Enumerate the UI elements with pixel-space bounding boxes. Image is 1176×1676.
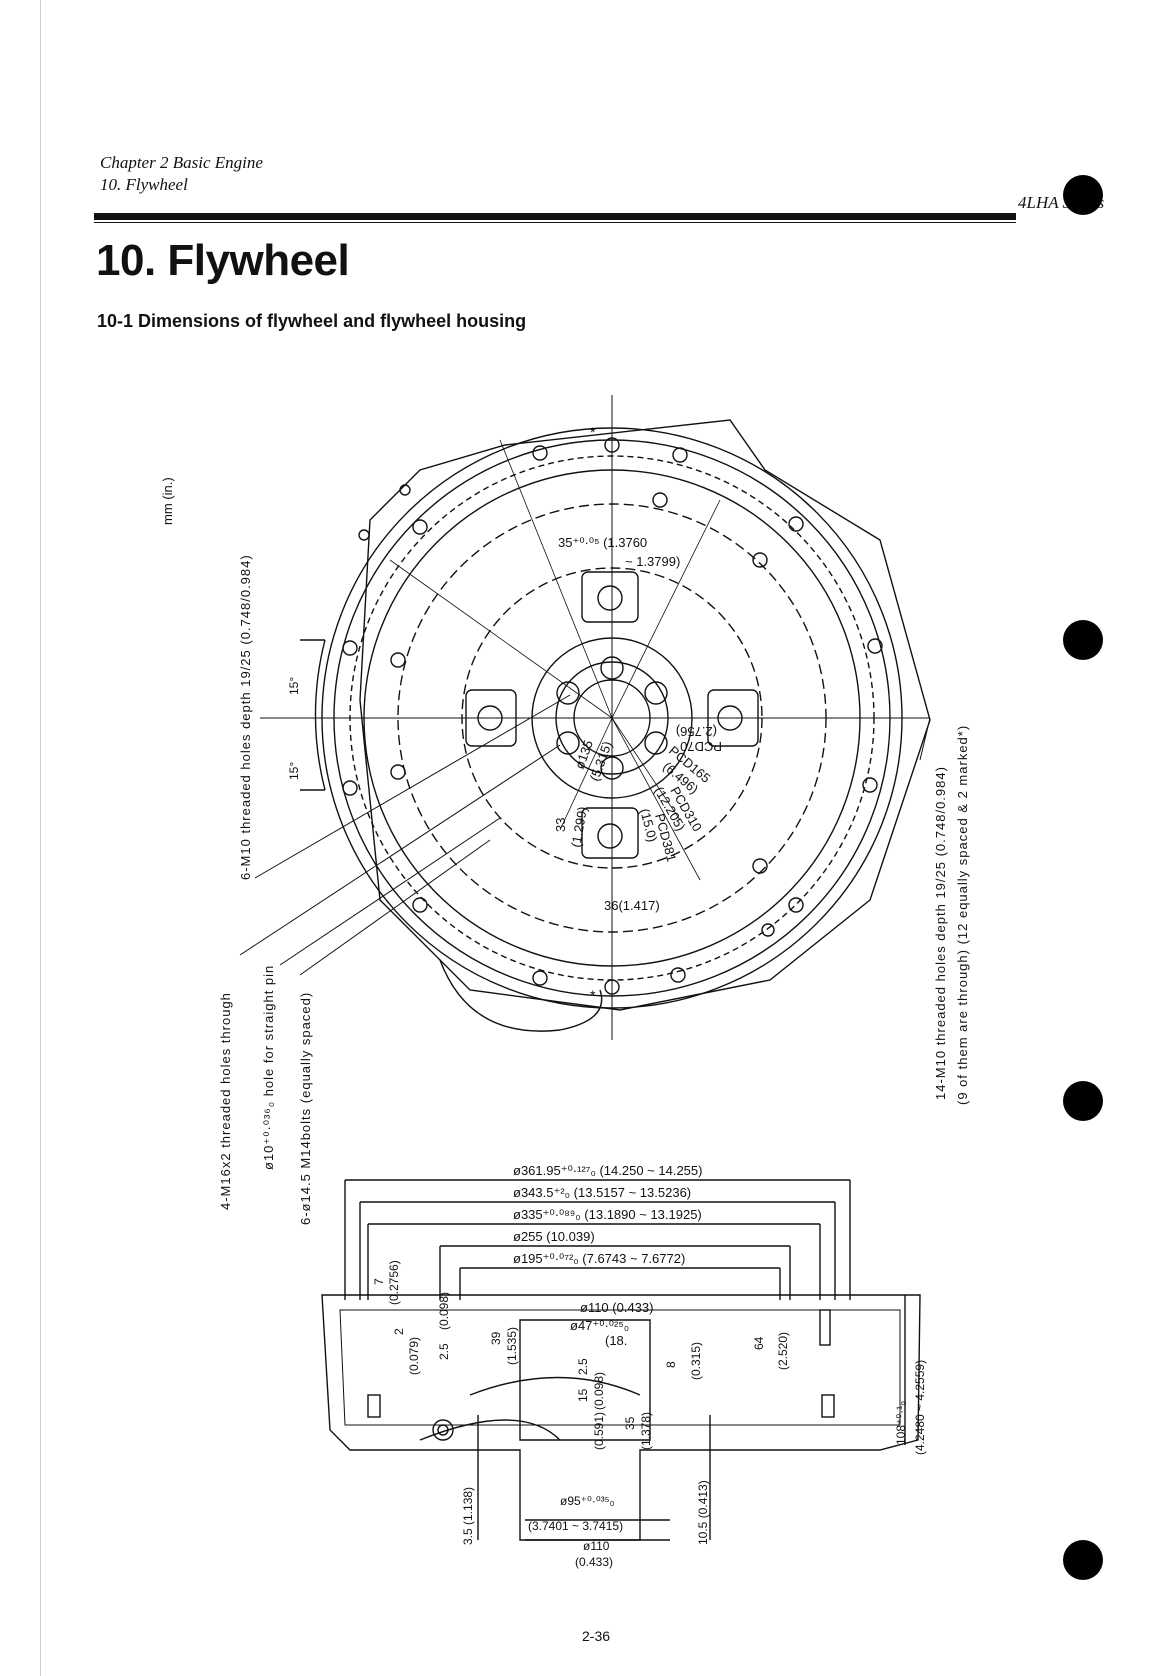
sec-v2: 2 [392,1328,406,1335]
boss-top [581,571,639,623]
sec-v7-in: (0.2756) [387,1260,401,1305]
sec-v105: 10.5 (0.413) [696,1480,710,1545]
punch-hole-3 [1063,1081,1103,1121]
page-title: 10. Flywheel [96,236,350,285]
sec-v15-in: (0.591) [592,1412,606,1450]
dim36-label: 36(1.417) [604,898,660,913]
sec-v2-in: (0.079) [407,1337,421,1375]
sec-b1: ø95⁺⁰·⁰³⁵₀ [560,1494,615,1508]
left-note-2: 4-M16x2 threaded holes through [218,992,233,1210]
sec-v25b: 2.5 [576,1358,590,1375]
sec-v39: 39 [489,1331,503,1345]
sec-v64: 64 [752,1336,766,1350]
margin-line [40,0,41,1676]
sec-v8: 8 [664,1361,678,1368]
sec-v25b-in: (0.098) [592,1372,606,1410]
dim-35-label: 35⁺⁰·⁰⁵ (1.3760 [558,535,647,550]
boss-left [465,689,517,747]
right-note-2: (9 of them are through) (12 equally spac… [955,725,970,1105]
pcd381-in: (15.0) [637,807,660,844]
sec-v25-in: (0.098) [437,1292,451,1330]
sec-b2: (3.7401 ~ 3.7415) [528,1519,623,1533]
sec-v8-in: (0.315) [689,1342,703,1380]
sec-v15: 15 [576,1388,590,1402]
header-section: 10. Flywheel [100,175,188,194]
left-note-3: ø10⁺⁰·⁰³⁶₀ hole for straight pin [261,965,276,1170]
pcd70-in: (2.756) [676,724,717,739]
sec-v35: 35 [623,1416,637,1430]
boss-right [707,689,759,747]
sec-d7b: (18. [605,1333,627,1348]
punch-hole-1 [1063,175,1103,215]
header-rule-thin [94,222,1016,223]
sec-d4: ø255 (10.039) [513,1229,595,1244]
sec-d5: ø195⁺⁰·⁰⁷²₀ (7.6743 ~ 7.6772) [513,1251,685,1266]
sec-d3: ø335⁺⁰·⁰⁸⁹₀ (13.1890 ~ 13.1925) [513,1207,702,1222]
sec-d1: ø361.95⁺⁰·¹²⁷₀ (14.250 ~ 14.255) [513,1163,702,1178]
sec-v35-in: (1.378) [639,1412,653,1450]
page-number: 2-36 [582,1628,611,1644]
sec-v108: 108⁺⁰·¹₀ [894,1401,908,1445]
sec-d2: ø343.5⁺²₀ (13.5157 ~ 13.5236) [513,1185,691,1200]
sec-v39-in: (1.535) [505,1327,519,1365]
header-chapter: Chapter 2 Basic Engine [100,153,263,172]
sec-b4: (0.433) [575,1555,613,1569]
sec-v35l: 3.5 (1.138) [461,1487,475,1545]
sec-d6: ø110 (0.433) [580,1300,653,1315]
pcd70-label: PCD70 [680,739,722,754]
dim33-label: 33 [553,818,568,832]
punch-hole-2 [1063,620,1103,660]
section-subtitle: 10-1 Dimensions of flywheel and flywheel… [97,311,527,331]
angle-label-2: 15° [287,762,301,780]
housing-lower-lug [439,959,603,1032]
sec-d7: ø47⁺⁰·⁰²⁵₀ [570,1318,629,1333]
sec-v108-in: (4.2480 ~ 4.2559) [913,1360,927,1455]
sec-v7: 7 [372,1278,386,1285]
dim-35b-label: ~ 1.3799) [625,554,680,569]
housing-outline [359,419,931,1011]
punch-hole-4 [1063,1540,1103,1580]
star-top: * [590,424,596,440]
header-rule [94,213,1016,220]
left-note-4: 6-ø14.5 M14bolts (equally spaced) [298,992,313,1225]
right-note-1: 14-M10 threaded holes depth 19/25 (0.748… [933,766,948,1100]
star-bottom: * [590,987,596,1003]
angle-label-1: 15° [287,677,301,695]
left-note-1: 6-M10 threaded holes depth 19/25 (0.748/… [238,554,253,880]
sec-v64-in: (2.520) [776,1332,790,1370]
units-label: mm (in.) [160,477,175,525]
dim33-in: (1.299) [568,805,590,848]
sec-v25: 2.5 [437,1343,451,1360]
boss-bottom [581,807,639,859]
sec-b3: ø110 [583,1539,610,1553]
